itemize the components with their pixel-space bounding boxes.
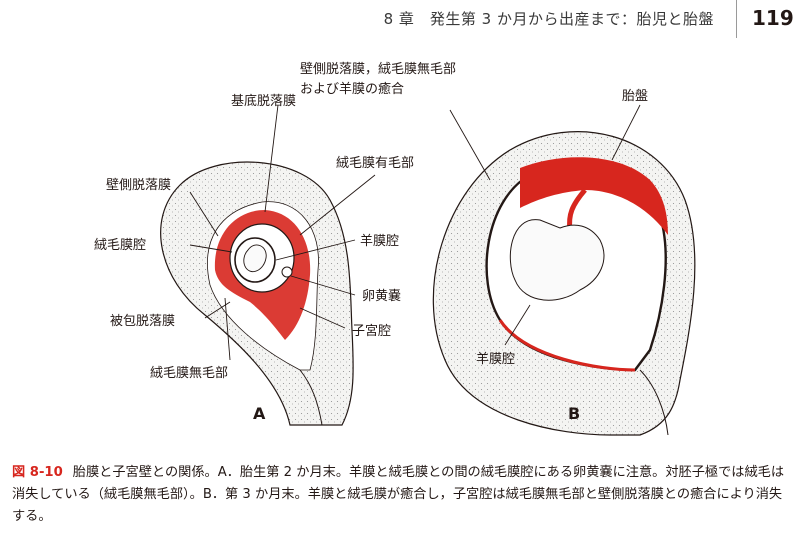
leader-lines: [189, 104, 641, 361]
label-parietal-decidua: 壁側脱落膜: [106, 178, 172, 193]
label-placenta: 胎盤: [622, 89, 649, 104]
fused-membrane-b: [498, 319, 636, 372]
page-number: 119: [752, 6, 794, 30]
label-membrane-fusion-2: および羊膜の癒合: [300, 82, 405, 97]
yolk-sac-a: [281, 266, 293, 278]
label-yolk-sac: 卵黄嚢: [362, 289, 402, 304]
figure-8-10: 基底脱落膜 壁側脱落膜 絨毛膜有毛部 絨毛膜腔 羊膜腔 卵黄嚢 被包脱落膜 子宮…: [0, 40, 802, 455]
panel-b-drawing: [432, 131, 696, 436]
label-chorionic-cavity: 絨毛膜腔: [94, 238, 147, 253]
fetus-b: [509, 219, 605, 301]
panel-b-letter: B: [568, 404, 581, 423]
label-amniotic-cavity-b: 羊膜腔: [476, 352, 516, 367]
running-header-title: 8 章 発生第 3 か月から出産まで：胎児と胎盤: [383, 10, 714, 28]
label-membrane-fusion-1: 壁側脱落膜，絨毛膜無毛部: [300, 62, 457, 77]
label-amniotic-cavity-a: 羊膜腔: [360, 234, 400, 249]
cervix-b: [639, 369, 669, 436]
panel-a-drawing: [160, 161, 354, 426]
panel-a-letter: A: [253, 404, 266, 423]
caption-text: 胎膜と子宮壁との関係。A．胎生第 2 か月末。羊膜と絨毛膜との間の絨毛膜腔にある…: [12, 465, 785, 524]
label-capsular-decidua: 被包脱落膜: [110, 314, 176, 329]
label-basal-decidua: 基底脱落膜: [231, 94, 297, 109]
header-divider: [736, 0, 737, 38]
placenta-b: [520, 157, 668, 235]
label-uterine-cavity: 子宮腔: [352, 324, 392, 339]
label-chorion-laeve: 絨毛膜無毛部: [150, 366, 229, 381]
figure-illustration: [160, 104, 696, 436]
embryo-a: [243, 244, 267, 272]
label-chorion-frondosum: 絨毛膜有毛部: [336, 156, 415, 171]
cervix-a: [299, 369, 323, 426]
figure-number: 図 8-10: [12, 465, 63, 480]
